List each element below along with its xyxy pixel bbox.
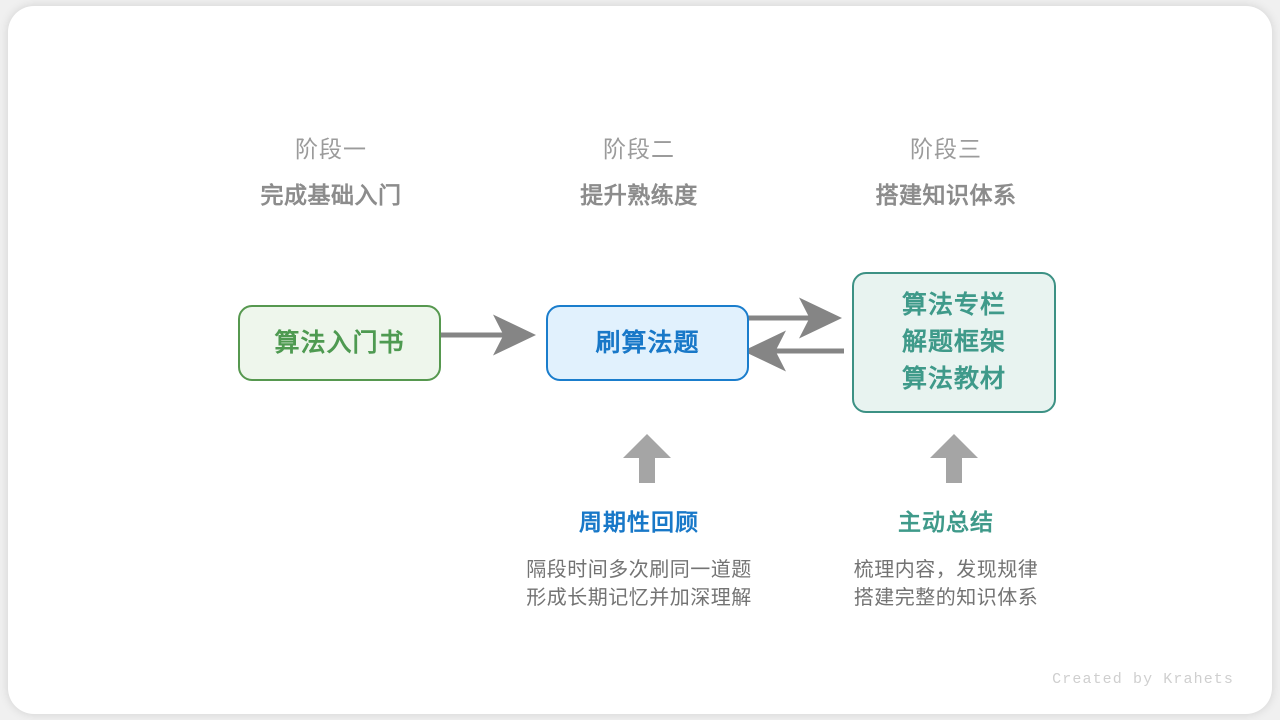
note-summary-description: 梳理内容，发现规律 搭建完整的知识体系 xyxy=(796,556,1096,612)
arrow-review-up xyxy=(623,434,671,483)
arrow-summary-up xyxy=(930,434,978,483)
stage-2-subtitle: 阶段二 xyxy=(603,136,675,162)
node-practice-problems[interactable]: 刷算法题 xyxy=(546,305,749,381)
node-resources-line-1: 算法专栏 xyxy=(901,291,1006,319)
stage-2-title: 提升熟练度 xyxy=(580,182,698,208)
note-active-summary: 主动总结 梳理内容，发现规律 搭建完整的知识体系 xyxy=(796,506,1096,612)
node-practice-line-1: 刷算法题 xyxy=(595,328,700,357)
note-review-desc-line-2: 形成长期记忆并加深理解 xyxy=(526,587,752,609)
note-periodic-review: 周期性回顾 隔段时间多次刷同一道题 形成长期记忆并加深理解 xyxy=(489,506,789,612)
note-summary-desc-line-1: 梳理内容，发现规律 xyxy=(853,559,1039,581)
diagram-card: 阶段一 完成基础入门 阶段二 提升熟练度 阶段三 搭建知识体系 xyxy=(8,6,1272,714)
node-resources-line-2: 解题框架 xyxy=(901,328,1006,356)
note-summary-desc-line-2: 搭建完整的知识体系 xyxy=(853,587,1039,609)
stage-3-subtitle: 阶段三 xyxy=(910,136,982,162)
stage-header-1: 阶段一 完成基础入门 xyxy=(201,134,461,211)
node-algorithm-intro-book[interactable]: 算法入门书 xyxy=(238,305,441,381)
stage-1-title: 完成基础入门 xyxy=(260,182,402,208)
stage-header-3: 阶段三 搭建知识体系 xyxy=(816,134,1076,211)
stage-header-2: 阶段二 提升熟练度 xyxy=(509,134,769,211)
note-review-title: 周期性回顾 xyxy=(579,509,699,535)
node-learning-resources[interactable]: 算法专栏 解题框架 算法教材 xyxy=(852,272,1056,413)
note-review-desc-line-1: 隔段时间多次刷同一道题 xyxy=(526,559,752,581)
note-review-description: 隔段时间多次刷同一道题 形成长期记忆并加深理解 xyxy=(489,556,789,612)
node-book-line-1: 算法入门书 xyxy=(274,328,405,357)
note-summary-title: 主动总结 xyxy=(898,509,994,535)
stage-3-title: 搭建知识体系 xyxy=(875,182,1017,208)
node-resources-line-3: 算法教材 xyxy=(901,365,1006,393)
stage-1-subtitle: 阶段一 xyxy=(295,136,367,162)
footer-credit: Created by Krahets xyxy=(1052,671,1234,688)
